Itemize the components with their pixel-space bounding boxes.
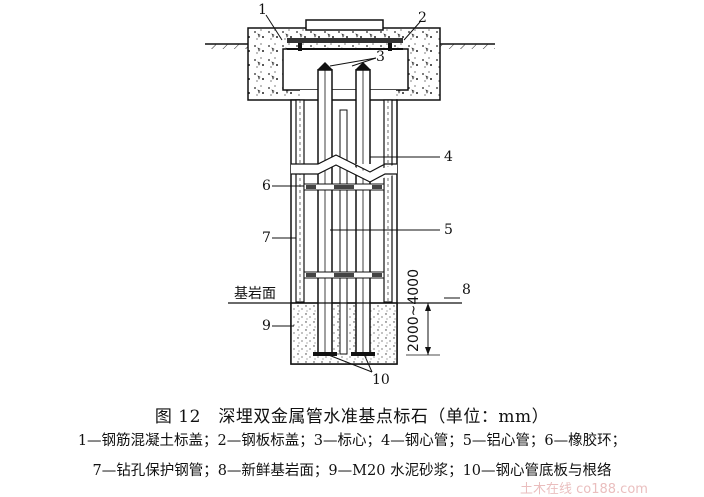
label-depth: 2000~4000 (406, 269, 422, 352)
figure-legend-line-2: 7—钻孔保护钢管；8—新鲜基岩面；9—M20 水泥砂浆；10—钢心管底板与根络 (92, 463, 612, 479)
protective-casing (295, 99, 393, 303)
leader-lines (265, 14, 460, 373)
benchmark-diagram: 基岩面 2000~4000 1 2 3 4 6 5 7 8 9 10 (205, 2, 495, 388)
ground-line (205, 43, 495, 49)
figure-legend-line-1: 1—钢筋混凝土标盖；2—钢板标盖；3—标心；4—钢心管；5—铝心管；6—橡胶环； (77, 433, 627, 449)
core-pipes (317, 69, 371, 355)
benchmark-heads (317, 62, 371, 70)
label-5: 5 (444, 222, 453, 238)
label-3: 3 (376, 49, 385, 65)
watermark: 土木在线 co188.com (520, 482, 648, 497)
label-7: 7 (262, 230, 271, 246)
break-line (291, 154, 397, 183)
depth-dimension: 2000~4000 (406, 269, 440, 356)
label-bedrock: 基岩面 (234, 285, 276, 302)
steel-plate-cover (287, 19, 403, 51)
label-2: 2 (418, 10, 427, 26)
label-1: 1 (258, 2, 267, 18)
label-8: 8 (462, 282, 471, 298)
label-4: 4 (444, 149, 453, 165)
figure-title: 图 12 深埋双金属管水准基点标石（单位：mm） (154, 407, 550, 427)
bottom-plates (313, 352, 375, 356)
rubber-rings (303, 183, 385, 279)
label-6: 6 (262, 178, 271, 194)
label-10: 10 (372, 372, 390, 388)
label-9: 9 (262, 318, 271, 334)
